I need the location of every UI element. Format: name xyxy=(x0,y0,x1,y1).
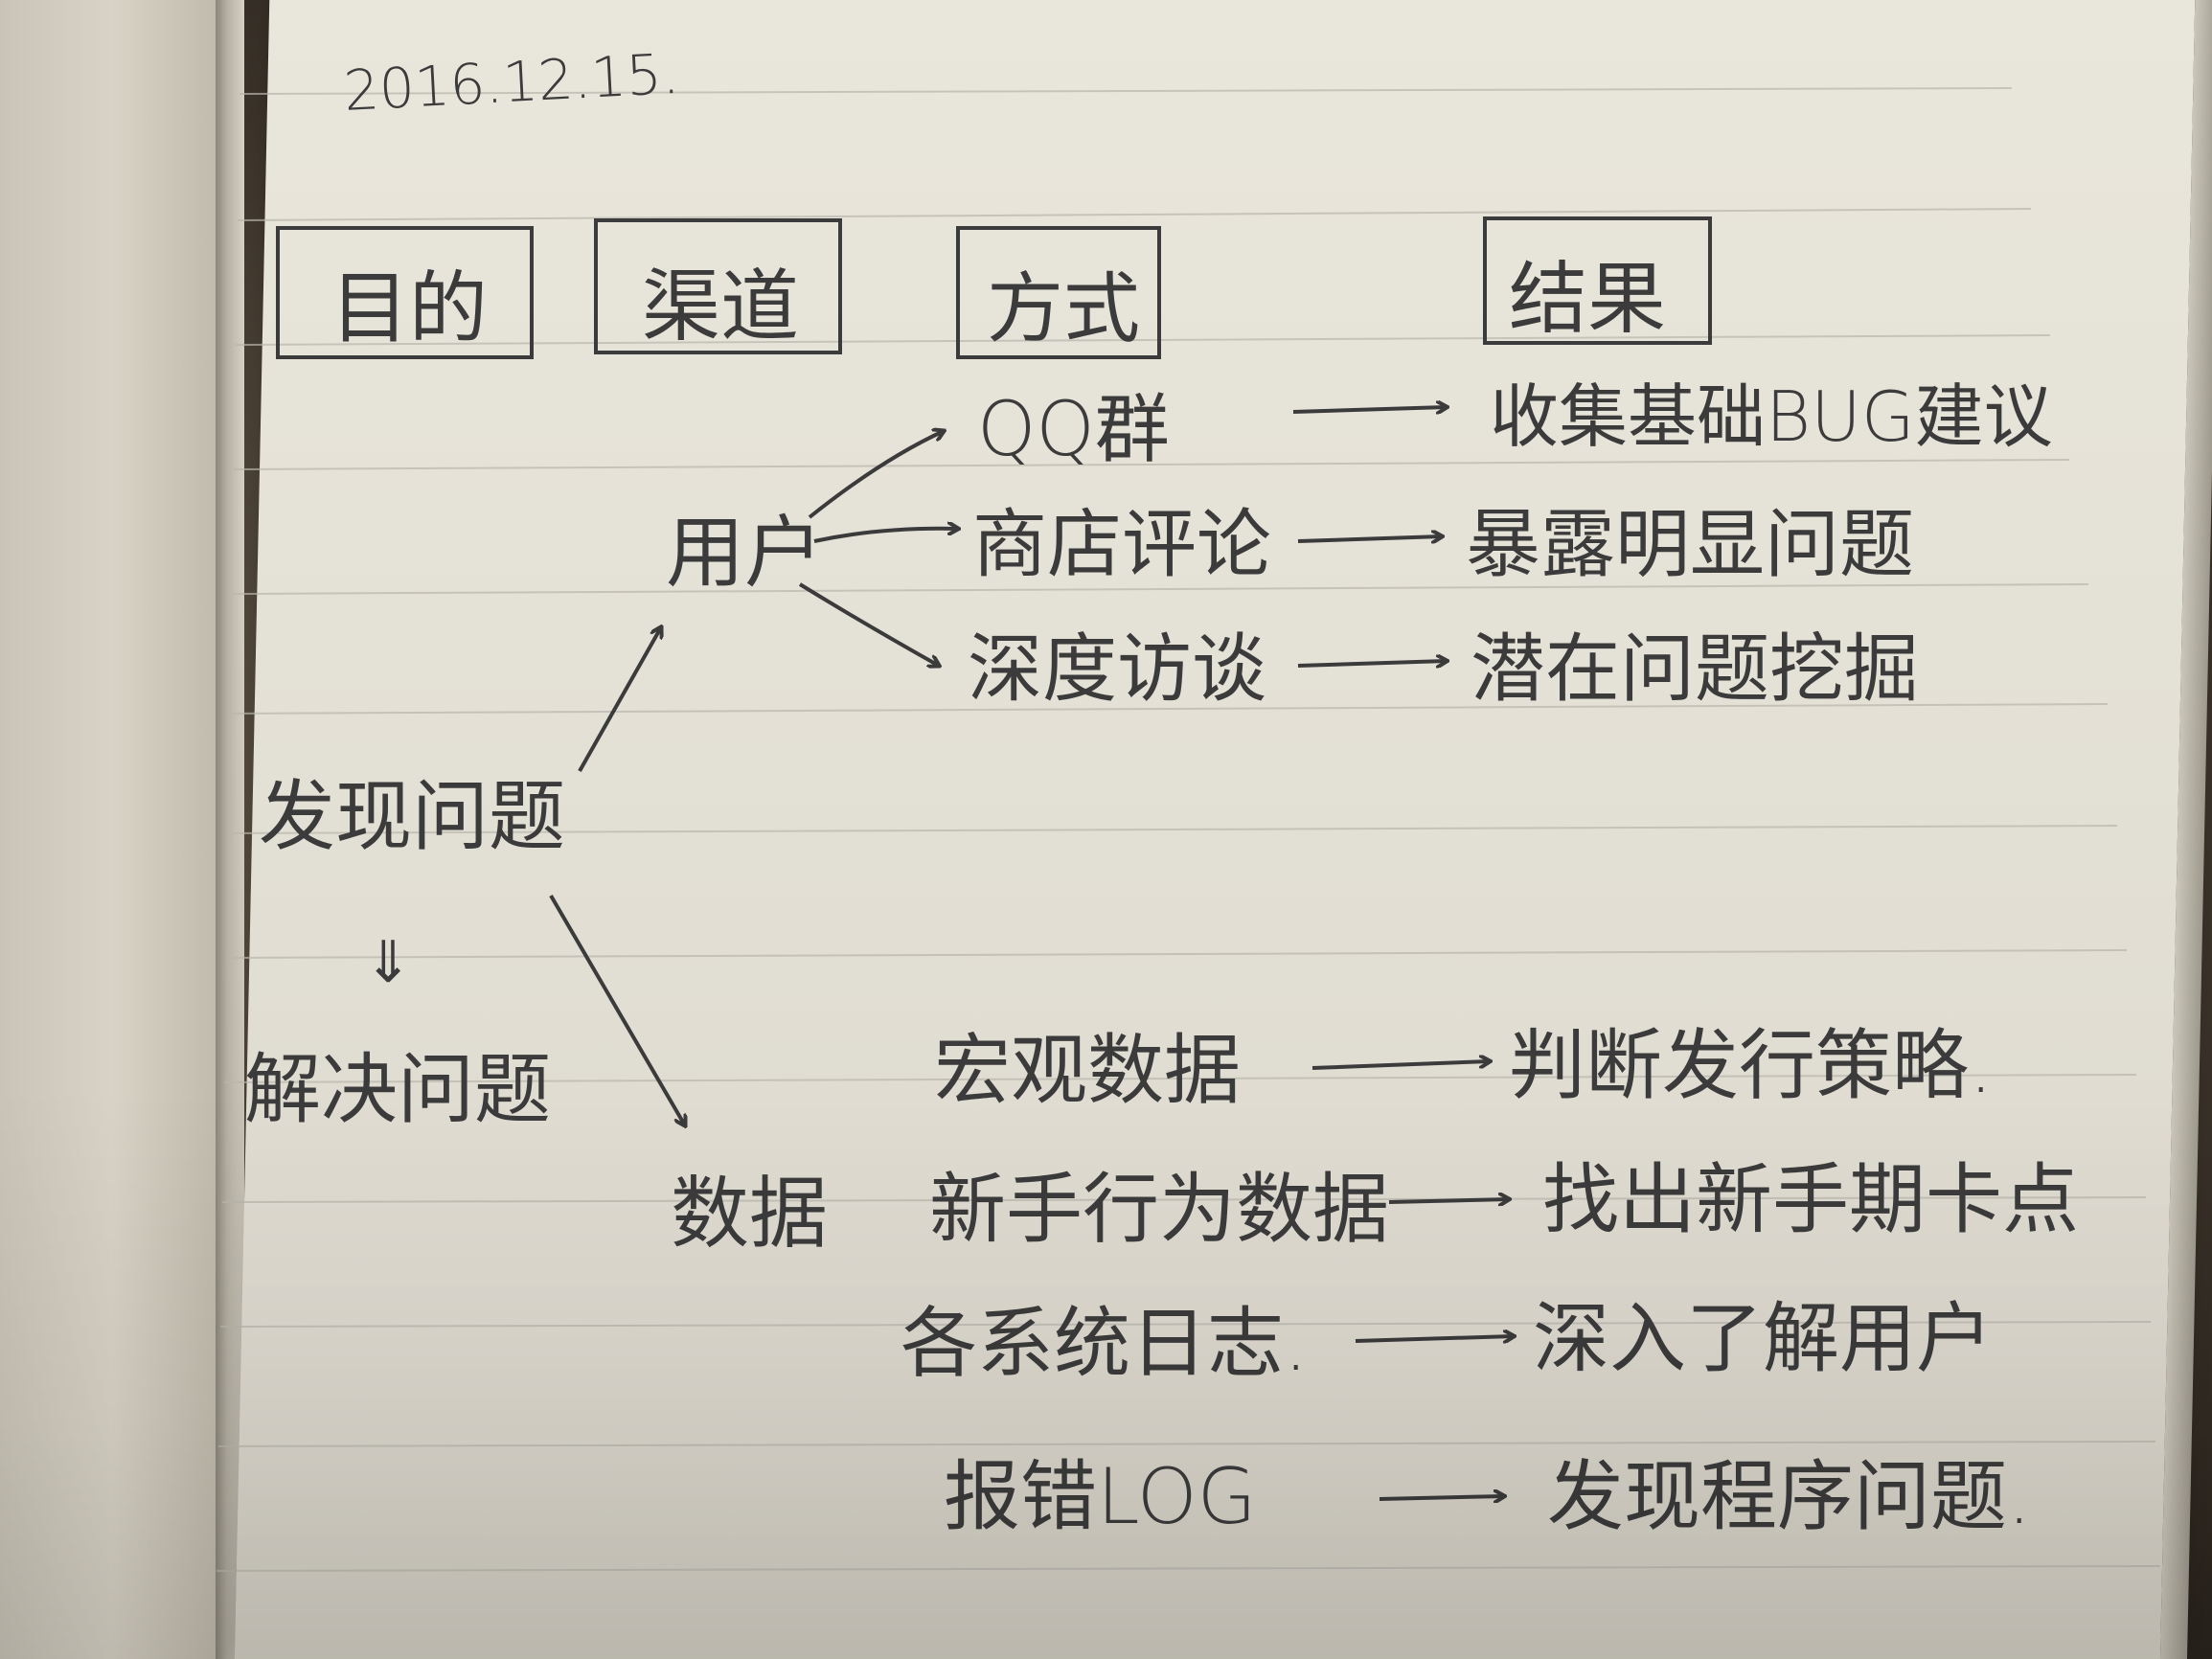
header-box-result xyxy=(1483,216,1712,345)
data-row-2: 新手行为数据 找出新手期卡点 xyxy=(929,1155,2079,1254)
arrow-data-result-4 xyxy=(1379,1496,1504,1499)
arrow-user-result-3 xyxy=(1297,661,1447,666)
header-box-purpose xyxy=(276,226,534,359)
data-result-4: 发现程序问题. xyxy=(1547,1452,2031,1541)
header-channel: 渠道 xyxy=(594,218,842,354)
ruled-lines xyxy=(216,87,2161,1572)
arrow-user-qq xyxy=(808,431,944,519)
data-result-2: 找出新手期卡点 xyxy=(1542,1155,2079,1244)
user-method-3: 深度访谈 xyxy=(968,626,1266,713)
header-purpose-label: 目的 xyxy=(331,263,488,354)
notebook-binding xyxy=(216,0,244,1659)
data-result-1: 判断发行策略. xyxy=(1509,1021,1993,1110)
header-method-label: 方式 xyxy=(987,264,1140,353)
header-method: 方式 xyxy=(956,226,1161,359)
data-result-3: 深入了解用户 xyxy=(1533,1294,1993,1383)
data-method-4: 报错LOG xyxy=(944,1452,1257,1541)
arrow-user-interview xyxy=(798,582,939,666)
user-method-2: 商店评论 xyxy=(972,502,1271,588)
arrow-to-user xyxy=(578,627,661,772)
channel-user: 用户 xyxy=(666,508,823,599)
notebook-left-page xyxy=(0,0,225,1659)
user-result-3: 潜在问题挖掘 xyxy=(1471,626,1919,713)
arrow-user-result-1 xyxy=(1292,407,1447,412)
user-row-1: QQ群 收集基础BUG建议 xyxy=(977,376,2053,473)
user-row-2: 商店评论 暴露明显问题 xyxy=(972,502,1914,588)
header-result-label: 结果 xyxy=(1509,254,1666,345)
arrow-to-data xyxy=(549,894,685,1125)
data-row-4: 报错LOG 发现程序问题. xyxy=(944,1452,2031,1541)
arrow-user-result-2 xyxy=(1297,536,1442,541)
header-result: 结果 xyxy=(1483,216,1712,345)
data-row-3: 各系统日志. 深入了解用户 xyxy=(901,1294,1993,1388)
data-method-1: 宏观数据 xyxy=(934,1026,1241,1115)
date-text: 2016.12.15. xyxy=(342,41,681,124)
goal-solve-problem: 解决问题 xyxy=(244,1045,551,1134)
data-row-1: 宏观数据 判断发行策略. xyxy=(934,1021,1993,1115)
user-method-1: QQ群 xyxy=(977,387,1170,473)
user-row-3: 深度访谈 潜在问题挖掘 xyxy=(968,626,1919,713)
arrow-data-result-1 xyxy=(1311,1061,1490,1070)
arrow-data-result-2 xyxy=(1388,1199,1509,1202)
data-method-3: 各系统日志. xyxy=(901,1299,1308,1388)
data-method-2: 新手行为数据 xyxy=(929,1165,1389,1254)
header-box-channel xyxy=(594,218,842,354)
user-result-2: 暴露明显问题 xyxy=(1466,502,1914,588)
header-box-method xyxy=(956,226,1161,359)
arrow-user-store xyxy=(813,529,958,543)
goal-find-problem: 发现问题 xyxy=(259,772,565,861)
header-channel-label: 渠道 xyxy=(642,261,799,352)
header-purpose: 目的 xyxy=(276,226,534,359)
channel-data: 数据 xyxy=(671,1169,828,1260)
arrow-data-result-3 xyxy=(1355,1336,1514,1341)
user-result-1: 收集基础BUG建议 xyxy=(1490,376,2053,457)
down-arrow-symbol: ⇓ xyxy=(364,929,412,996)
